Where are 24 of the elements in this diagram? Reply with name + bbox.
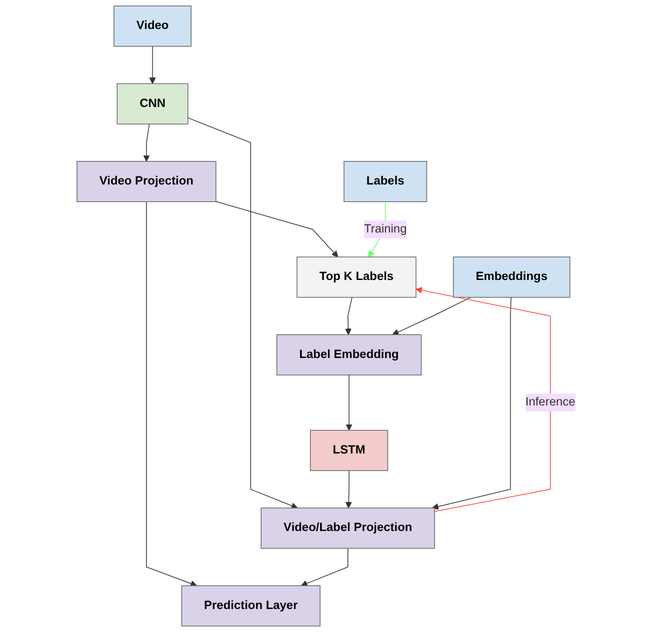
node-box: CNN — [116, 83, 188, 124]
node-box: Prediction Layer — [181, 585, 320, 626]
node-box: Video Projection — [76, 160, 216, 202]
node-box: Embeddings — [452, 256, 570, 298]
node-box: Labels — [344, 160, 427, 202]
arrow — [392, 296, 471, 336]
arrow — [300, 548, 348, 587]
arrow — [345, 470, 352, 508]
arrow — [432, 296, 512, 510]
node-box: Label Embedding — [276, 334, 422, 376]
node-box: Video — [113, 6, 192, 47]
arrow — [344, 296, 352, 335]
arrow — [346, 374, 352, 431]
edge-label: Inference — [525, 396, 576, 409]
node-box: Video/Label Projection — [260, 508, 435, 549]
arrow — [416, 287, 551, 512]
arrow — [149, 46, 156, 84]
node-box: Top K Labels — [296, 256, 416, 298]
arrow — [215, 201, 338, 258]
arrow — [143, 124, 150, 162]
arrow — [146, 201, 197, 587]
arrow — [187, 117, 298, 509]
edge-label: Training — [364, 222, 407, 236]
node-box: LSTM — [310, 430, 388, 471]
